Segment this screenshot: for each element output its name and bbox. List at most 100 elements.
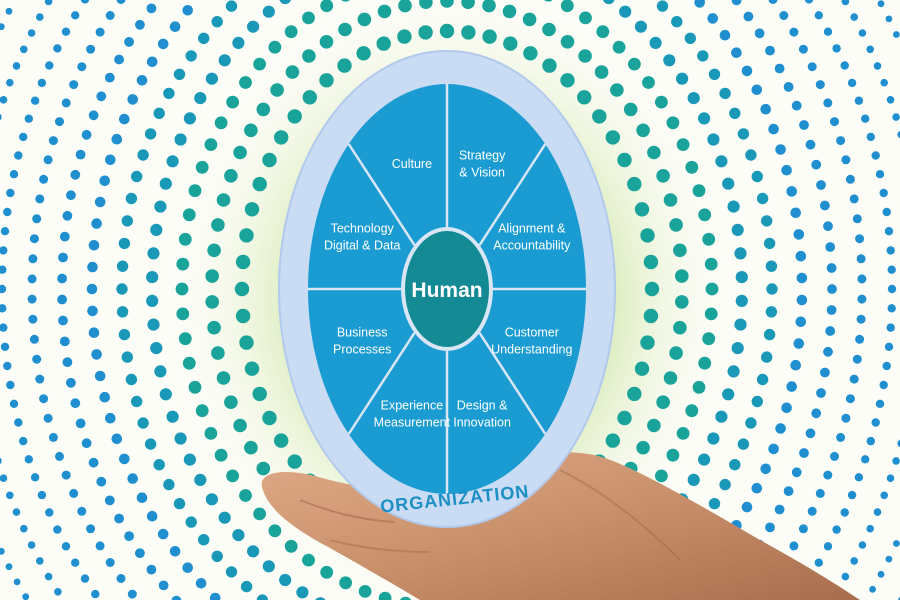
halftone-dot bbox=[840, 508, 849, 517]
halftone-dot bbox=[157, 38, 169, 50]
halftone-dot bbox=[6, 188, 15, 198]
halftone-dot bbox=[544, 0, 553, 2]
halftone-dot bbox=[24, 455, 33, 464]
halftone-dot bbox=[59, 336, 70, 347]
halftone-dot bbox=[578, 49, 592, 63]
halftone-dot bbox=[96, 476, 107, 487]
halftone-dot bbox=[207, 320, 221, 335]
halftone-dot bbox=[875, 170, 885, 179]
halftone-dot bbox=[125, 373, 138, 386]
halftone-dot bbox=[796, 294, 808, 306]
halftone-dot bbox=[815, 488, 825, 498]
halftone-dot bbox=[163, 478, 175, 491]
halftone-dot bbox=[698, 112, 711, 125]
halftone-dot bbox=[127, 94, 138, 105]
halftone-dot bbox=[845, 174, 855, 184]
halftone-dot bbox=[287, 454, 302, 469]
halftone-dot bbox=[0, 342, 10, 351]
halftone-dot bbox=[798, 524, 808, 534]
halftone-dot bbox=[315, 597, 326, 600]
halftone-dot bbox=[116, 306, 129, 318]
halftone-dot bbox=[118, 237, 131, 250]
halftone-dot bbox=[171, 595, 182, 600]
halftone-dot bbox=[44, 572, 53, 581]
halftone-dot bbox=[649, 36, 662, 50]
halftone-dot bbox=[774, 504, 785, 515]
halftone-dot bbox=[603, 0, 615, 5]
halftone-dot bbox=[761, 215, 773, 227]
halftone-dot bbox=[127, 589, 137, 599]
halftone-dot bbox=[560, 0, 574, 13]
halftone-dot bbox=[737, 438, 750, 450]
halftone-dot bbox=[856, 314, 866, 324]
halftone-dot bbox=[879, 380, 888, 390]
halftone-dot bbox=[704, 257, 718, 271]
halftone-dot bbox=[163, 87, 175, 100]
halftone-dot bbox=[779, 11, 789, 20]
halftone-dot bbox=[125, 192, 138, 205]
halftone-dot bbox=[873, 62, 882, 70]
halftone-dot bbox=[789, 541, 799, 551]
halftone-dot bbox=[27, 541, 36, 549]
halftone-dot bbox=[729, 459, 741, 471]
halftone-dot bbox=[849, 374, 859, 384]
halftone-dot bbox=[232, 529, 245, 542]
halftone-dot bbox=[861, 114, 870, 123]
halftone-dot bbox=[253, 507, 266, 521]
halftone-dot bbox=[166, 410, 179, 423]
halftone-dot bbox=[722, 388, 735, 401]
halftone-dot bbox=[268, 40, 282, 54]
halftone-dot bbox=[150, 342, 163, 355]
halftone-dot bbox=[807, 62, 817, 72]
segment-divider bbox=[478, 332, 547, 435]
halftone-dot bbox=[28, 254, 38, 264]
halftone-dot bbox=[804, 0, 814, 4]
halftone-dot bbox=[88, 327, 100, 339]
halftone-dot bbox=[24, 114, 33, 123]
halftone-dot bbox=[302, 90, 317, 105]
halftone-dot bbox=[875, 399, 885, 408]
halftone-dot bbox=[656, 0, 669, 12]
halftone-dot bbox=[53, 44, 62, 53]
halftone-dot bbox=[676, 138, 690, 152]
halftone-dot bbox=[671, 16, 683, 28]
halftone-dot bbox=[233, 145, 247, 160]
halftone-dot bbox=[12, 508, 21, 516]
halftone-dot bbox=[791, 100, 802, 111]
halftone-dot bbox=[195, 160, 209, 174]
halftone-dot bbox=[731, 342, 744, 355]
halftone-dot bbox=[146, 271, 159, 284]
halftone-dot bbox=[66, 190, 76, 201]
halftone-dot bbox=[722, 177, 735, 190]
halftone-dot bbox=[796, 272, 808, 284]
halftone-dot bbox=[827, 284, 837, 294]
halftone-dot bbox=[765, 522, 775, 533]
halftone-dot bbox=[104, 495, 115, 506]
halftone-dot bbox=[262, 560, 275, 573]
halftone-dot bbox=[37, 490, 47, 500]
halftone-dot bbox=[675, 269, 689, 283]
halftone-dot bbox=[27, 29, 36, 37]
halftone-dot bbox=[884, 227, 894, 236]
halftone-dot bbox=[873, 508, 882, 516]
halftone-dot bbox=[849, 194, 859, 204]
halftone-dot bbox=[194, 473, 207, 486]
halftone-dot bbox=[704, 307, 718, 321]
halftone-dot bbox=[731, 0, 742, 6]
halftone-dot bbox=[897, 439, 900, 448]
halftone-dot bbox=[399, 596, 412, 600]
halftone-dot bbox=[247, 20, 260, 33]
halftone-dot bbox=[789, 27, 799, 37]
halftone-dot bbox=[157, 528, 169, 540]
halftone-dot bbox=[274, 433, 289, 448]
segment-label: Digital & Data bbox=[324, 239, 400, 253]
halftone-dot bbox=[235, 308, 251, 324]
halftone-dot bbox=[814, 558, 823, 567]
halftone-dot bbox=[256, 594, 269, 600]
halftone-dot bbox=[684, 32, 696, 44]
halftone-dot bbox=[274, 130, 289, 145]
halftone-dot bbox=[66, 377, 76, 388]
halftone-dot bbox=[737, 128, 750, 140]
segment-label: Innovation bbox=[453, 416, 511, 430]
